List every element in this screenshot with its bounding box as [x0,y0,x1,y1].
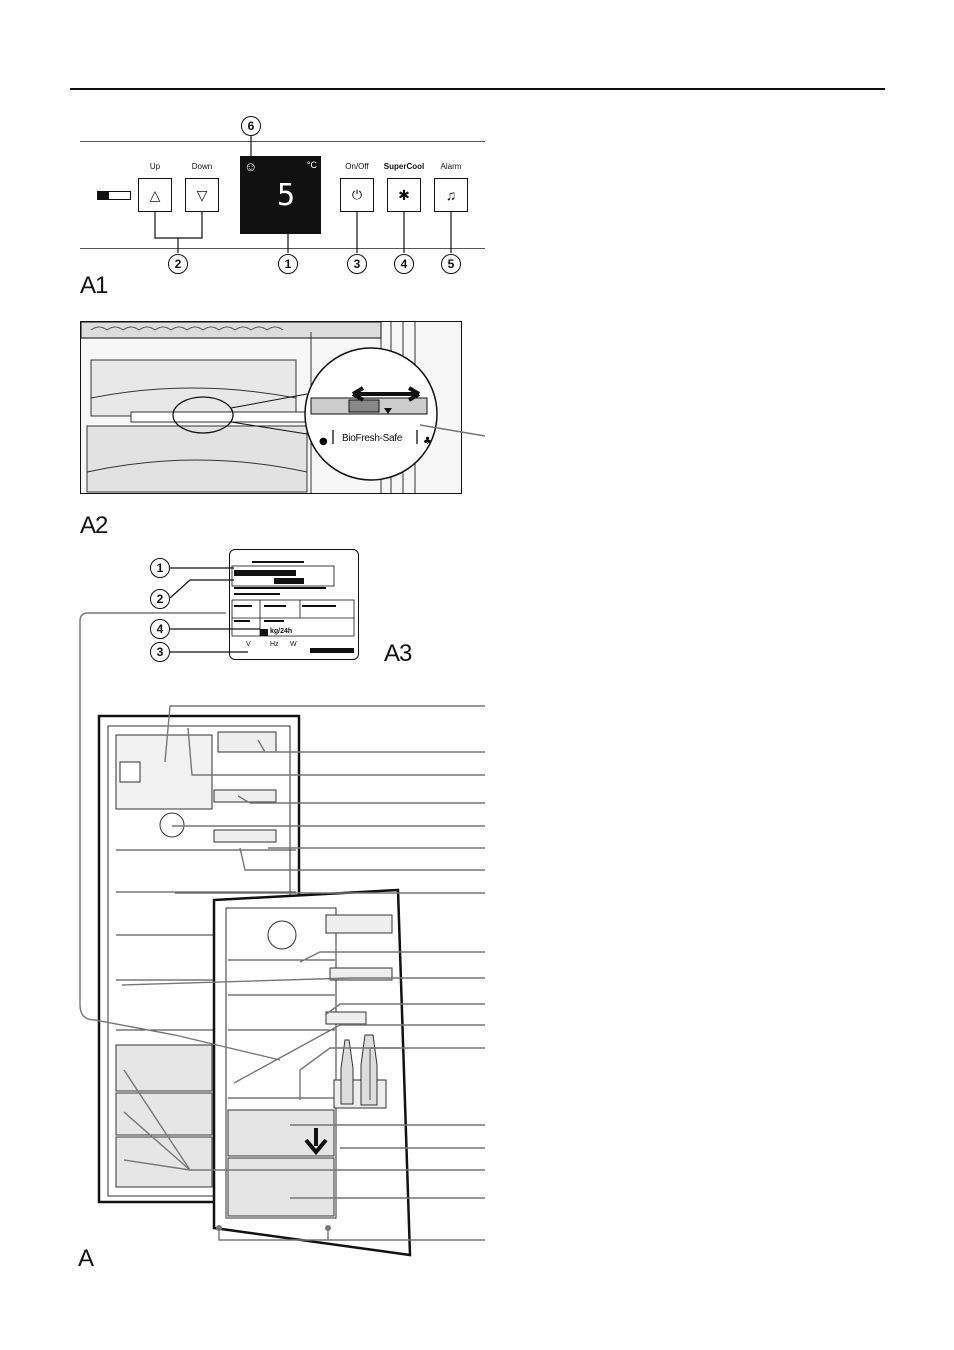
figure-label-a: A [78,1245,93,1273]
fridge-drawing [0,0,954,1300]
